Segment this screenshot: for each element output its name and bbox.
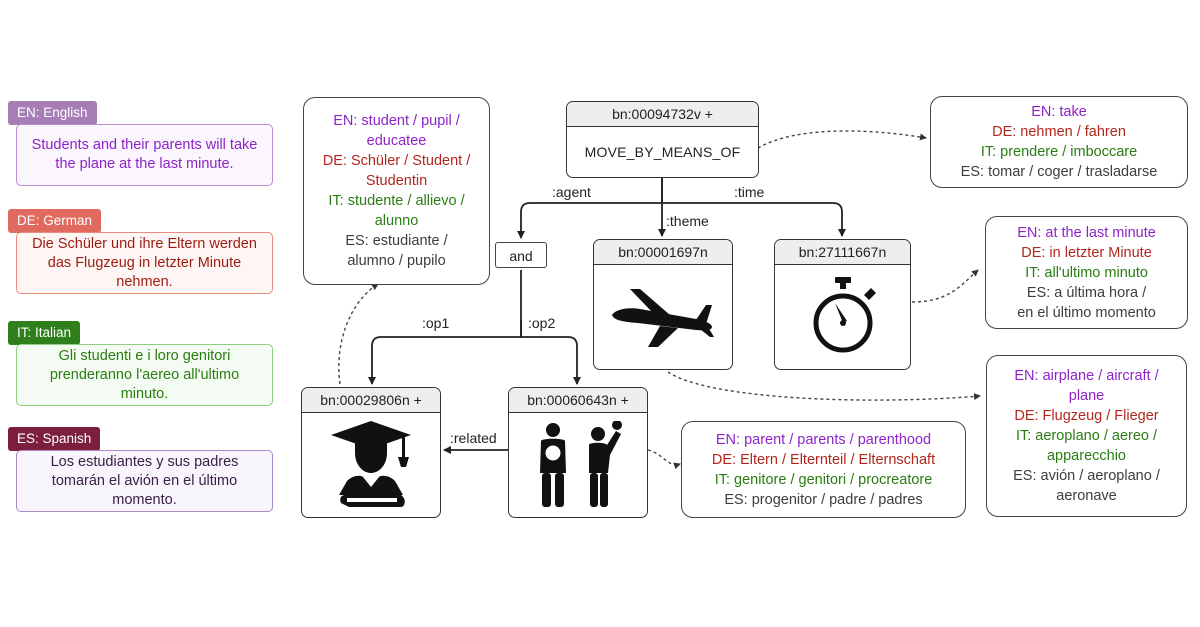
bubble-parent-es: ES: progenitor / padre / padres <box>724 491 923 508</box>
tag-italian: IT: Italian <box>8 321 81 345</box>
node-student-id: bn:00029806n + <box>302 388 440 413</box>
bubble-student-de: DE: Schüler / Student /Studentin <box>322 153 471 189</box>
node-time: bn:27111667n <box>774 239 911 370</box>
sentence-english: Students and their parents will take the… <box>16 124 273 186</box>
node-parent-id: bn:00060643n + <box>509 388 647 413</box>
bubble-student: EN: student / pupil /educatee DE: Schüle… <box>303 97 490 285</box>
bubble-take: EN: take DE: nehmen / fahren IT: prender… <box>930 96 1188 188</box>
link-take-bubble <box>757 130 927 149</box>
stopwatch-icon <box>813 277 876 353</box>
node-student: bn:00029806n + <box>301 387 441 518</box>
node-root-label: MOVE_BY_MEANS_OF <box>584 144 741 160</box>
bubble-lastminute-es: ES: a última hora /en el último momento <box>1017 284 1156 321</box>
bubble-airplane-en: EN: airplane / aircraft /plane <box>1014 368 1159 404</box>
bubble-parent-en: EN: parent / parents / parenthood <box>715 431 932 448</box>
bubble-airplane-es: ES: avión / aeroplano /aeronave <box>1013 468 1160 504</box>
bubble-lastminute-it: IT: all'ultimo minuto <box>1025 264 1148 281</box>
node-airplane-id: bn:00001697n <box>594 240 732 265</box>
parent-child-icon <box>540 421 622 507</box>
node-parent: bn:00060643n + <box>508 387 648 518</box>
bubble-airplane-it: IT: aeroplano / aereo /apparecchio <box>1015 428 1158 464</box>
sentence-german: Die Schüler und ihre Eltern werden das F… <box>16 232 273 294</box>
edge-label-theme: :theme <box>666 213 709 229</box>
tag-spanish: ES: Spanish <box>8 427 101 451</box>
sentence-spanish: Los estudiantes y sus padres tomarán el … <box>16 450 273 512</box>
bubble-take-it: IT: prendere / imboccare <box>980 144 1138 160</box>
bubble-take-de: DE: nehmen / fahren <box>992 124 1126 140</box>
bubble-take-es: ES: tomar / coger / trasladarse <box>960 164 1158 180</box>
edge-label-time: :time <box>734 184 765 200</box>
bubble-take-en: EN: take <box>1031 104 1087 120</box>
bubble-parent-de: DE: Eltern / Elternteil / Elternschaft <box>711 451 936 468</box>
edge-op1 <box>368 270 522 385</box>
bubble-lastminute-en: EN: at the last minute <box>1017 224 1156 241</box>
link-parent-bubble <box>647 449 681 470</box>
bubble-student-es: ES: estudiante /alumno / pupilo <box>345 233 448 269</box>
edge-label-agent: :agent <box>552 184 591 200</box>
node-move-by-means-of: bn:00094732v + MOVE_BY_MEANS_OF <box>566 101 759 178</box>
edge-time <box>662 202 846 237</box>
bubble-airplane: EN: airplane / aircraft /plane DE: Flugz… <box>986 355 1187 517</box>
node-time-id: bn:27111667n <box>775 240 910 265</box>
node-airplane: bn:00001697n <box>593 239 733 370</box>
link-time-bubble <box>911 269 979 303</box>
edge-label-related: :related <box>450 430 497 446</box>
edge-label-op1: :op1 <box>422 315 450 331</box>
airplane-icon <box>612 289 714 347</box>
bubble-lastminute-de: DE: in letzter Minute <box>1021 244 1152 261</box>
bubble-parent: EN: parent / parents / parenthood DE: El… <box>681 421 966 518</box>
edge-op2 <box>520 320 581 385</box>
node-and: and <box>495 242 547 268</box>
bubble-airplane-de: DE: Flugzeug / Flieger <box>1014 408 1159 424</box>
tag-english: EN: English <box>8 101 97 125</box>
link-student-bubble <box>338 283 379 385</box>
node-root-id: bn:00094732v + <box>567 102 758 127</box>
graduate-icon <box>331 421 411 507</box>
sentence-italian: Gli studenti e i loro genitori prenderan… <box>16 344 273 406</box>
bubble-last-minute: EN: at the last minute DE: in letzter Mi… <box>985 216 1188 329</box>
tag-german: DE: German <box>8 209 102 233</box>
edge-label-op2: :op2 <box>528 315 556 331</box>
bubble-student-it: IT: studente / allievo /alunno <box>328 193 465 229</box>
edge-agent <box>517 178 663 239</box>
bubble-parent-it: IT: genitore / genitori / procreatore <box>714 471 933 488</box>
link-plane-bubble <box>667 371 981 401</box>
bubble-student-en: EN: student / pupil /educatee <box>333 113 460 149</box>
